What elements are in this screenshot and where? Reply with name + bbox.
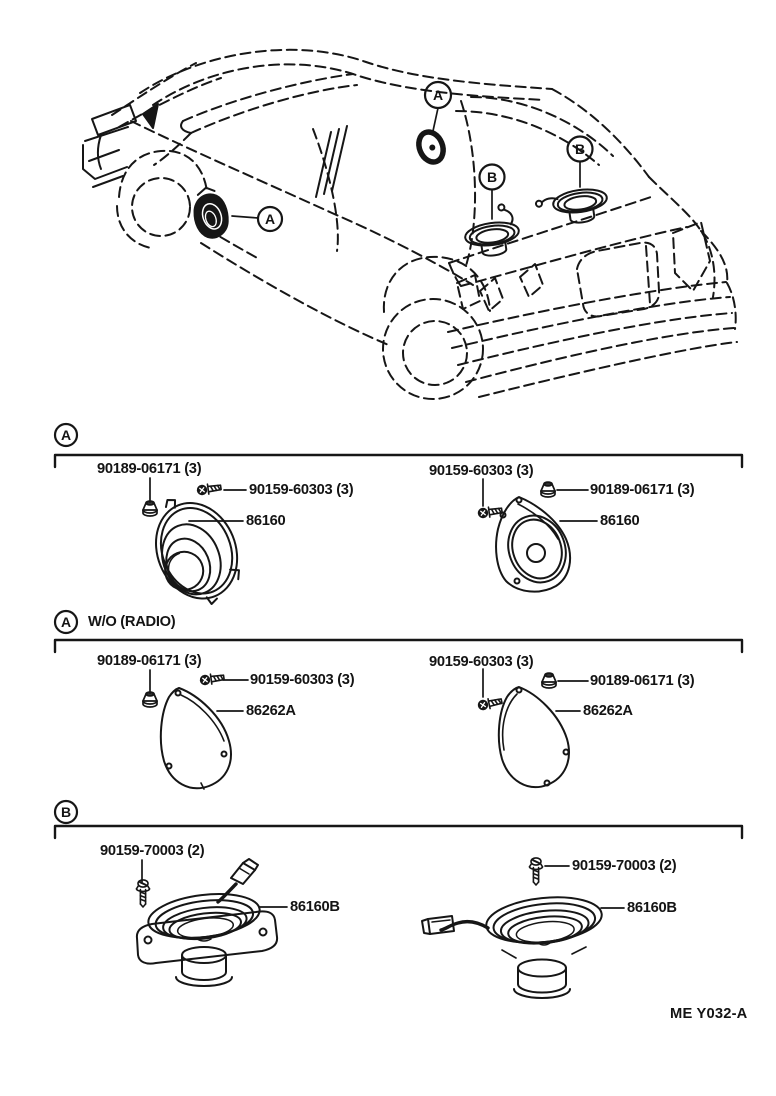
rear-speaker-drawing <box>421 896 603 999</box>
section-brackets <box>53 453 744 840</box>
part-number-label: 86262A <box>246 702 296 719</box>
section-a2-letter: A <box>61 614 71 630</box>
screw-icon <box>475 694 504 713</box>
part-number-label: 90189-06171 (3) <box>590 672 695 689</box>
part-number-label: 90189-06171 (3) <box>97 460 202 477</box>
rear-deck-speaker-left-icon <box>464 203 520 257</box>
part-number-label: 86160 <box>246 512 286 529</box>
section-a2-variant-note: W/O (RADIO) <box>88 613 176 630</box>
section-b-left-assembly <box>135 858 288 987</box>
part-number-label: 86262A <box>583 702 633 719</box>
screw-icon <box>476 504 504 520</box>
nut-icon <box>540 481 556 498</box>
nut-icon <box>142 691 158 708</box>
section-b-letter: B <box>61 804 71 820</box>
car-callout-leaders <box>231 107 581 220</box>
section-a2-left-assembly <box>142 669 249 790</box>
section-a-right-assembly <box>476 478 598 593</box>
part-number-label: 86160B <box>290 898 340 915</box>
part-number-label: 86160B <box>627 899 677 916</box>
speaker-opening-cover-drawing <box>159 687 232 790</box>
nut-icon <box>541 672 557 689</box>
screw-icon <box>198 671 226 687</box>
part-number-label: 90189-06171 (3) <box>590 481 695 498</box>
part-number-label: 90189-06171 (3) <box>97 652 202 669</box>
section-a2-right-assembly <box>475 668 589 789</box>
callout-letters: A A B B A A B <box>61 87 585 820</box>
section-a-left-assembly <box>142 477 247 605</box>
section-b-right-assembly <box>421 856 625 999</box>
section-a-letter: A <box>61 427 71 443</box>
drawing-code: ME Y032-A <box>670 1005 748 1022</box>
part-number-label: 86160 <box>600 512 640 529</box>
tweeter-speaker-icon <box>416 129 446 165</box>
part-number-label: 90159-60303 (3) <box>429 462 534 479</box>
b-pillar-hatch <box>315 125 348 198</box>
car-wireframe <box>111 48 738 400</box>
front-speaker-drawing <box>155 498 240 605</box>
car-solid-details <box>82 103 348 198</box>
part-number-label: 90159-70003 (2) <box>100 842 205 859</box>
rear-speaker-drawing <box>135 858 279 987</box>
rear-deck-speaker-right-icon <box>534 188 608 224</box>
screw-icon <box>135 878 151 908</box>
screw-icon <box>528 856 544 886</box>
front-speaker-drawing <box>495 496 572 593</box>
nut-icon <box>142 500 158 517</box>
speaker-opening-cover-drawing <box>497 686 570 789</box>
car-callout-a-tweeter: A <box>433 87 443 103</box>
part-number-label: 90159-60303 (3) <box>249 481 354 498</box>
part-number-label: 90159-60303 (3) <box>429 653 534 670</box>
part-number-label: 90159-70003 (2) <box>572 857 677 874</box>
screw-icon <box>195 481 223 497</box>
car-callout-a-door: A <box>265 211 275 227</box>
car-callout-b-right: B <box>575 141 585 157</box>
callout-circles <box>53 80 594 825</box>
car-callout-b-left: B <box>487 169 497 185</box>
front-door-speaker-icon <box>193 186 229 239</box>
part-number-label: 90159-60303 (3) <box>250 671 355 688</box>
